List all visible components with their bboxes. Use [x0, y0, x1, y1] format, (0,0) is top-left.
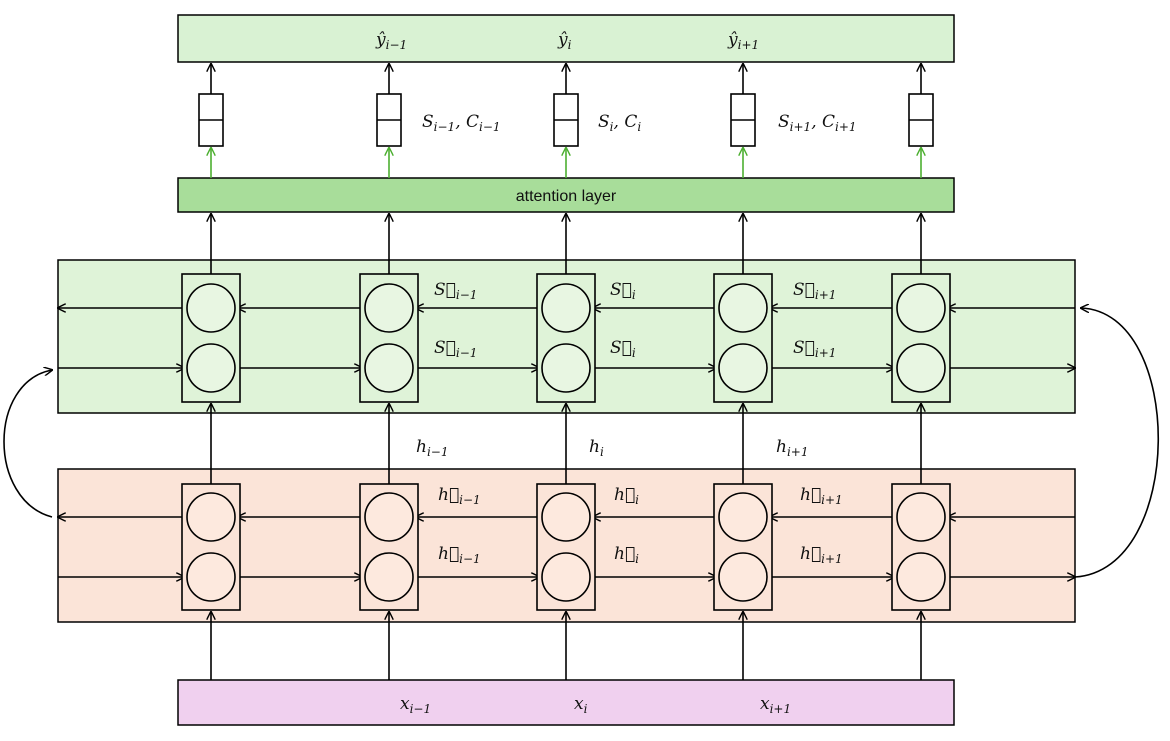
- state-label-next: Si+1, Ci+1: [778, 112, 857, 134]
- encoder-back-node-col5: [896, 492, 946, 542]
- input-label-prev: xi−1: [400, 694, 431, 716]
- encoder-back-label-next: h⃖i+1: [800, 485, 843, 507]
- input-label-next: xi+1: [760, 694, 791, 716]
- encoder-fwd-node-col2: [364, 552, 414, 602]
- encoder-fwd-label-cur: h⃗i: [614, 544, 639, 566]
- decoder-fwd-node-col5: [896, 343, 946, 393]
- diagram-geometry: [3, 64, 1160, 680]
- encoder-back-node-col3: [541, 492, 591, 542]
- input-label-cur: xi: [574, 694, 588, 716]
- encoder-back-label-prev: h⃖i−1: [438, 485, 481, 507]
- decoder-back-label-prev: S⃖i−1: [434, 280, 477, 302]
- hidden-label-next: hi+1: [776, 437, 808, 459]
- decoder-back-node-col3: [541, 283, 591, 333]
- decoder-fwd-label-next: S⃗i+1: [793, 338, 836, 360]
- decoder-back-label-next: S⃖i+1: [793, 280, 836, 302]
- output-label-cur: ŷi: [557, 30, 572, 52]
- right-loop-curve: [1074, 308, 1160, 578]
- encoder-fwd-node-col4: [718, 552, 768, 602]
- encoder-back-node-col2: [364, 492, 414, 542]
- hidden-label-cur: hi: [589, 437, 604, 459]
- encoder-fwd-label-prev: h⃗i−1: [438, 544, 481, 566]
- state-label-cur: Si, Ci: [598, 112, 641, 134]
- output-label-prev: ŷi−1: [375, 30, 407, 52]
- decoder-back-node-col5: [896, 283, 946, 333]
- encoder-fwd-label-next: h⃗i+1: [800, 544, 843, 566]
- output-layer-box: [177, 14, 955, 63]
- decoder-fwd-node-col3: [541, 343, 591, 393]
- input-layer-box: [177, 679, 955, 726]
- decoder-back-label-cur: S⃖i: [610, 280, 636, 302]
- encoder-fwd-node-col1: [186, 552, 236, 602]
- encoder-fwd-node-col3: [541, 552, 591, 602]
- encoder-back-label-cur: h⃖i: [614, 485, 639, 507]
- decoder-back-node-col1: [186, 283, 236, 333]
- encoder-back-node-col1: [186, 492, 236, 542]
- attention-layer-label: attention layer: [516, 188, 617, 205]
- decoder-fwd-node-col4: [718, 343, 768, 393]
- output-label-next: ŷi+1: [727, 30, 759, 52]
- decoder-back-node-col4: [718, 283, 768, 333]
- left-loop-curve: [3, 370, 52, 518]
- decoder-fwd-label-prev: S⃗i−1: [434, 338, 477, 360]
- encoder-fwd-node-col5: [896, 552, 946, 602]
- decoder-fwd-node-col1: [186, 343, 236, 393]
- hidden-label-prev: hi−1: [416, 437, 448, 459]
- state-label-prev: Si−1, Ci−1: [422, 112, 501, 134]
- attention-layer-box: [177, 177, 955, 213]
- decoder-fwd-label-cur: S⃗i: [610, 338, 636, 360]
- decoder-fwd-node-col2: [364, 343, 414, 393]
- encoder-back-node-col4: [718, 492, 768, 542]
- decoder-back-node-col2: [364, 283, 414, 333]
